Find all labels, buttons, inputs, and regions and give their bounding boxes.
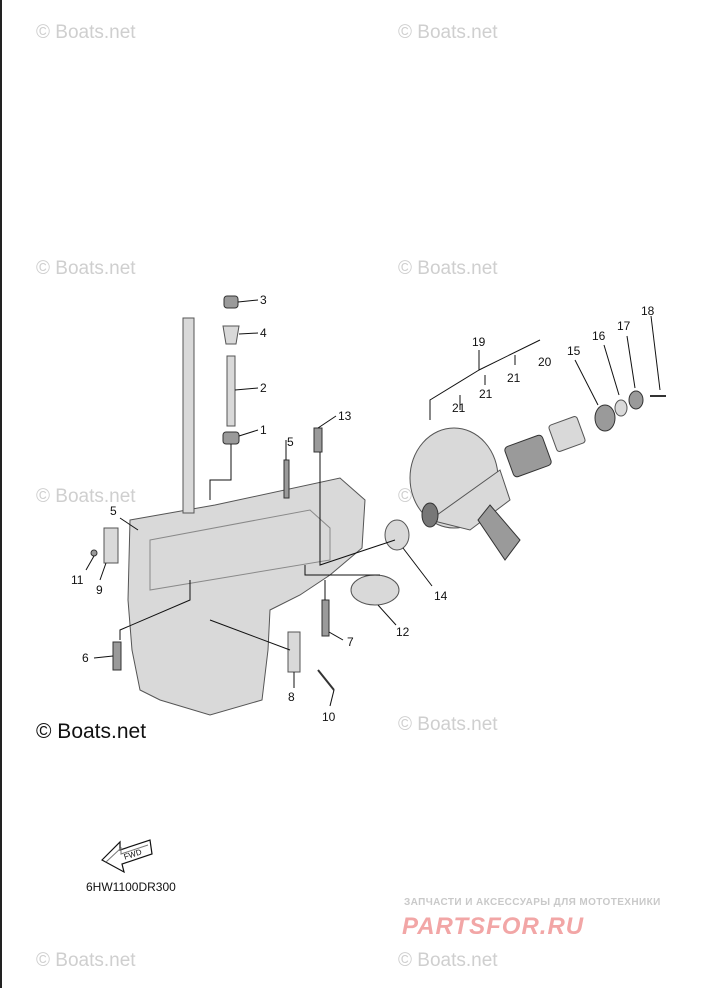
callout-1: 1	[260, 423, 267, 437]
promo-tagline: ЗАПЧАСТИ И АКСЕССУАРЫ ДЛЯ МОТОТЕХНИКИ	[404, 897, 661, 908]
callout-11: 11	[71, 573, 84, 587]
callout-15: 15	[567, 344, 581, 358]
part-3	[223, 295, 239, 309]
callout-20: 20	[538, 355, 552, 369]
watermark: © Boats.net	[36, 486, 136, 507]
part-20	[548, 416, 586, 452]
part-13	[313, 427, 323, 453]
part-12	[350, 574, 400, 606]
part-1	[222, 431, 240, 445]
fwd-arrow: FWD	[101, 839, 153, 874]
part-21	[504, 434, 552, 478]
callout-13: 13	[338, 409, 352, 423]
upper-parts	[222, 295, 240, 445]
callout-2: 2	[260, 381, 267, 395]
callout-18: 18	[641, 304, 655, 318]
callout-6: 6	[82, 651, 89, 665]
propeller	[409, 427, 521, 561]
watermark: © Boats.net	[36, 258, 136, 279]
callout-3: 3	[260, 293, 267, 307]
callout-8: 8	[288, 690, 295, 704]
callout-14: 14	[434, 589, 448, 603]
part-2	[226, 355, 236, 427]
callout-21: 21	[507, 371, 521, 385]
callout-9: 9	[96, 583, 103, 597]
part-7	[321, 599, 330, 637]
callout-16: 16	[592, 329, 606, 343]
part-9	[103, 527, 119, 564]
part-11	[90, 549, 98, 557]
part-4	[222, 325, 240, 345]
watermark: © Boats.net	[36, 22, 136, 43]
part-10	[317, 669, 335, 691]
part-15	[594, 404, 616, 432]
part-14	[384, 519, 410, 551]
callout-numbers: 3 4 2 1 5 13 19 20 21 21 21 15 16 17 18 …	[71, 293, 655, 724]
main-watermark: © Boats.net	[36, 720, 146, 743]
part-16	[614, 399, 628, 417]
callout-5-lower: 5	[110, 504, 117, 518]
watermark: © Boats.net	[398, 258, 498, 279]
part-6	[112, 641, 122, 671]
diagram-code: 6HW1100DR300	[86, 880, 176, 894]
callout-19: 19	[472, 335, 486, 349]
callout-4: 4	[260, 326, 267, 340]
promo-logo: PARTSFOR.RU	[402, 913, 584, 940]
watermark: © Boats.net	[398, 714, 498, 735]
watermark: © Boats.net	[36, 950, 136, 971]
watermark: © Boats.net	[398, 22, 498, 43]
callout-10: 10	[322, 710, 336, 724]
part-17	[628, 390, 644, 410]
callout-7: 7	[347, 635, 354, 649]
watermark: © Boats.net	[398, 950, 498, 971]
part-5-upper	[283, 459, 290, 499]
leader-lines	[85, 299, 661, 707]
drive-shaft	[182, 317, 195, 514]
part-8	[287, 631, 301, 673]
callout-21: 21	[452, 401, 466, 415]
callout-12: 12	[396, 625, 410, 639]
callout-21: 21	[479, 387, 493, 401]
lower-casing	[127, 317, 366, 716]
callout-5-upper: 5	[287, 435, 294, 449]
callout-17: 17	[617, 319, 631, 333]
